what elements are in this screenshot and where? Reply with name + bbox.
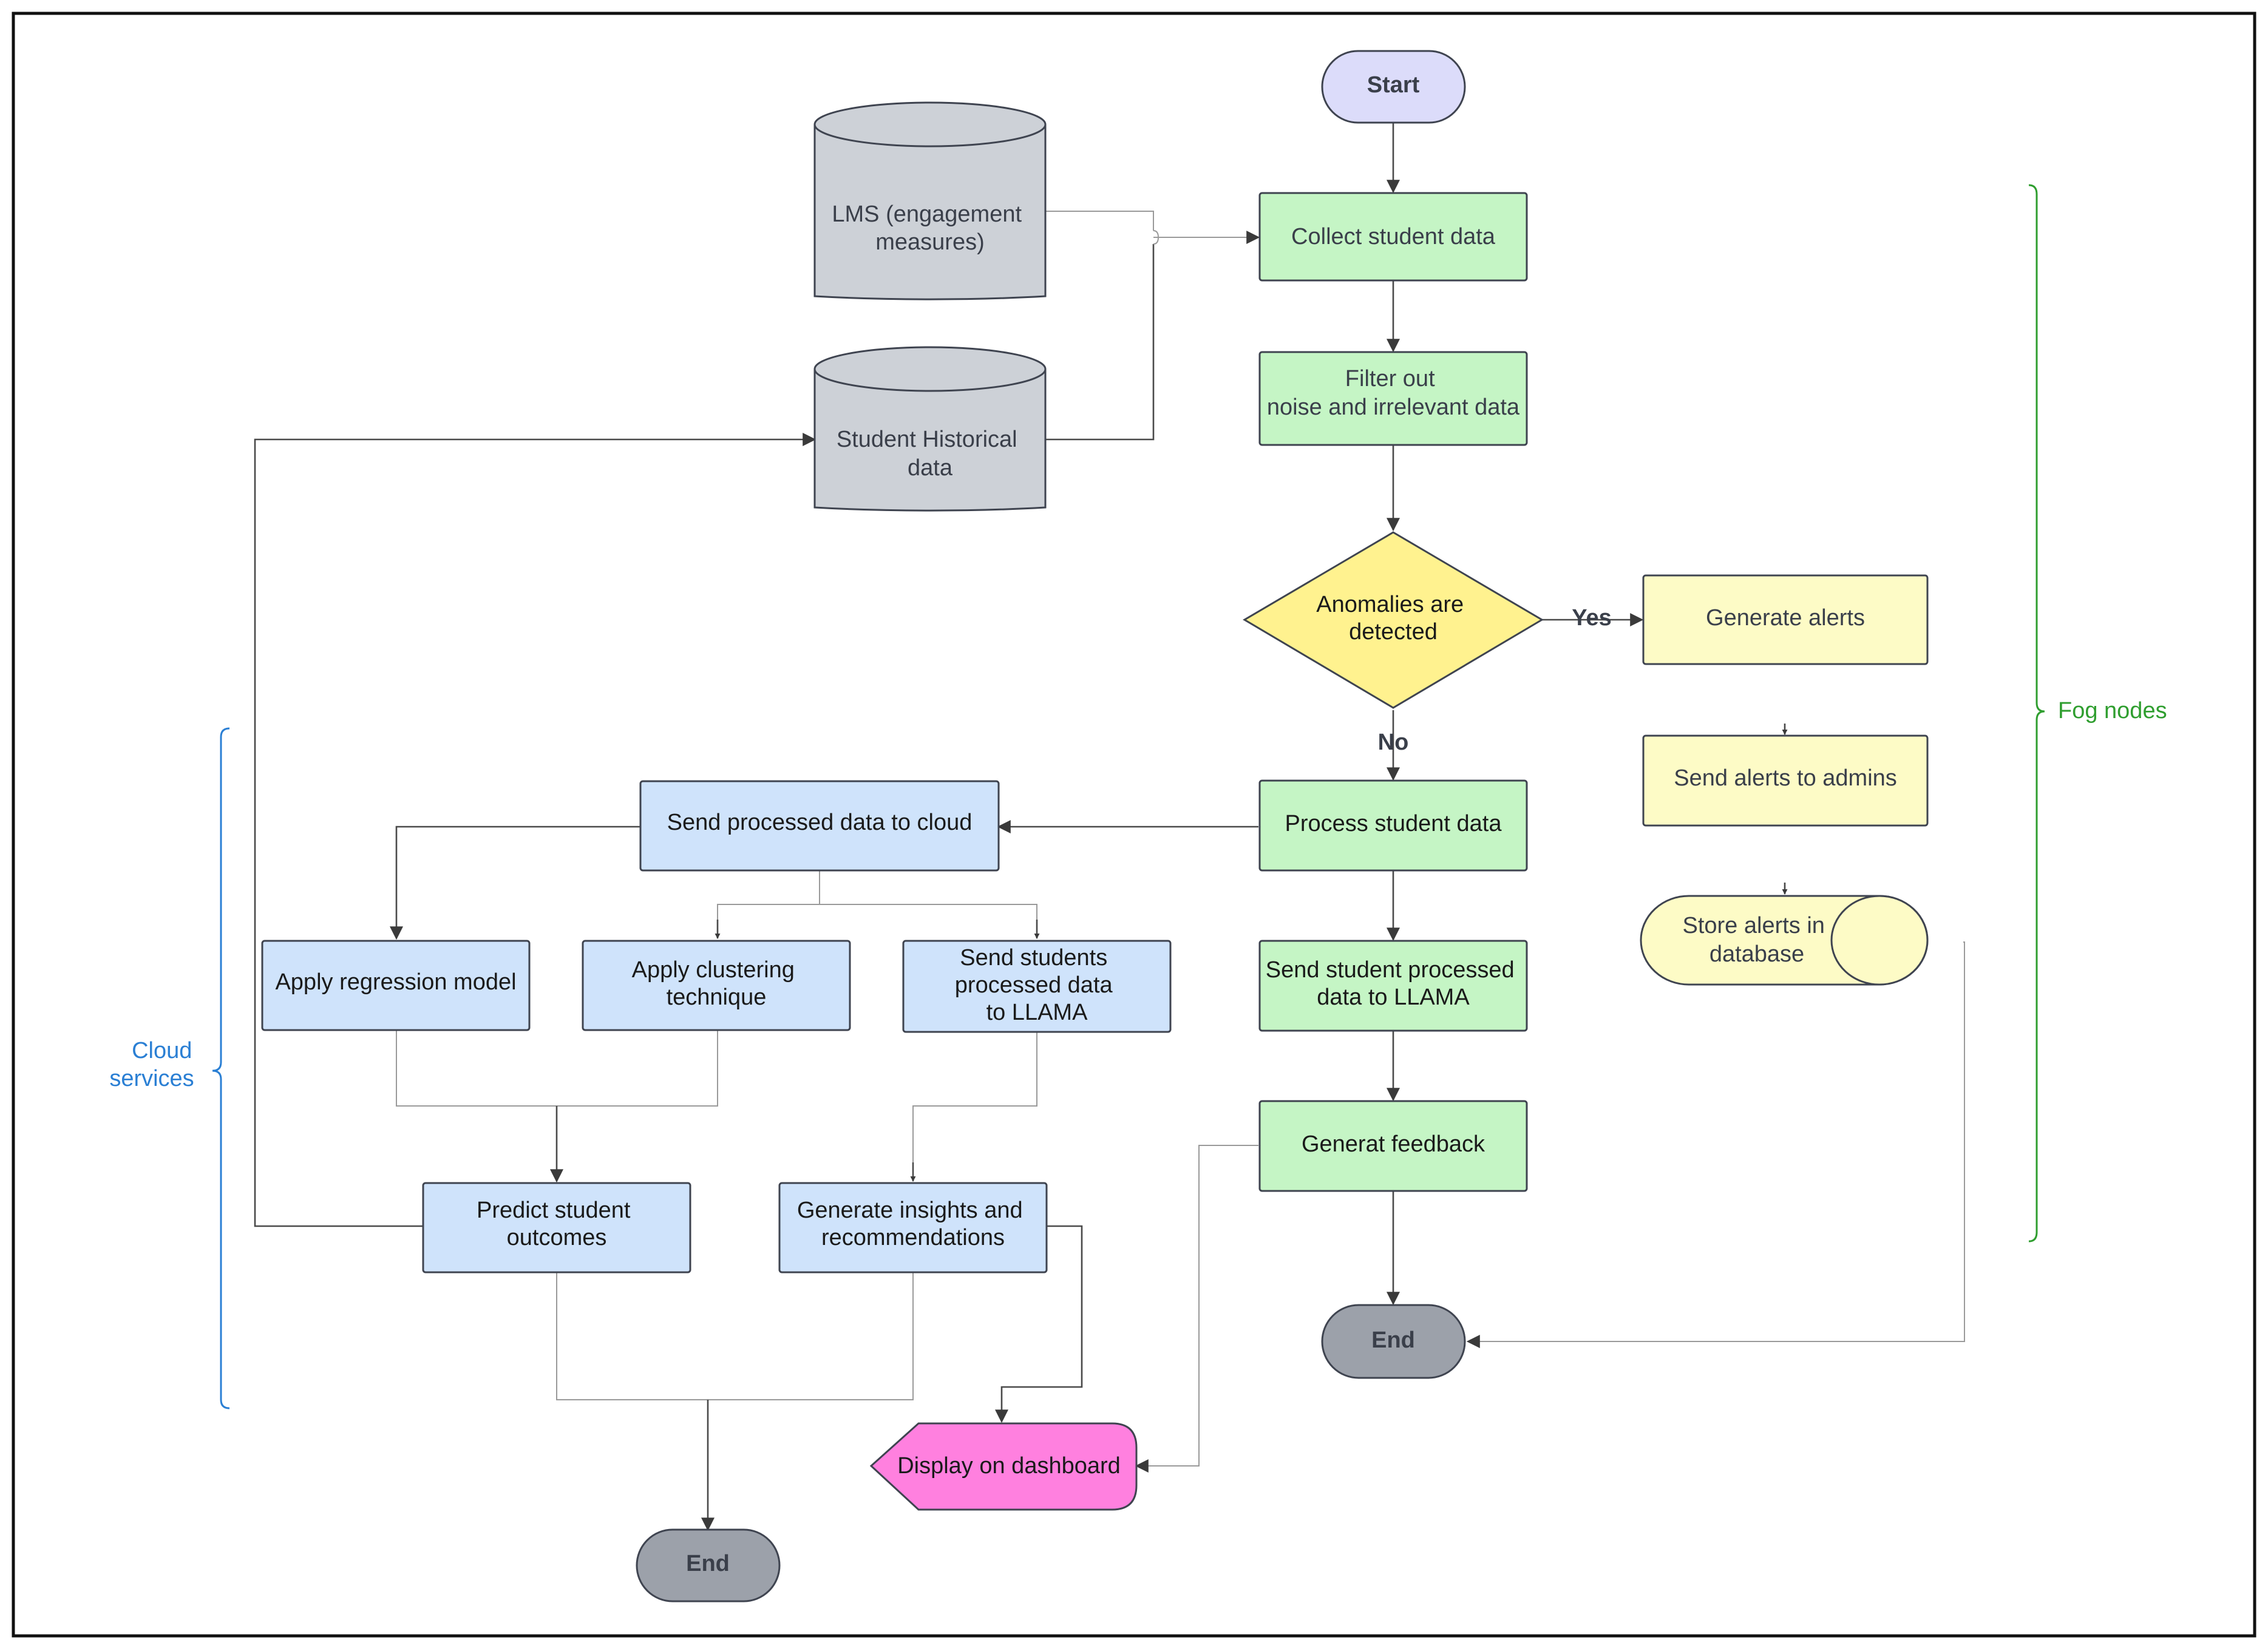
edge-cloud-split: [717, 870, 1037, 923]
edge-llama-insights: [912, 1031, 1037, 1162]
start-label: Start: [1367, 72, 1420, 98]
clustering-label-line: technique: [667, 985, 767, 1010]
cloud-group-label-line: Cloud: [132, 1038, 192, 1063]
decision-label: Anomalies are detected: [1316, 592, 1470, 645]
generate-alerts-box: [1642, 574, 1929, 665]
historical-label-line: Student Historical: [837, 427, 1017, 452]
edge-store-end: [1466, 941, 1965, 1348]
process-label: Process student data: [1285, 811, 1502, 836]
send-cloud-box: [639, 780, 1000, 872]
end-cloud-label: End: [686, 1551, 730, 1576]
outer-frame: [12, 12, 2256, 1638]
labels: Start Collect student data Filter out no…: [109, 72, 2167, 1576]
display-label: Display on dashboard: [897, 1453, 1121, 1479]
store-alerts-label-line: database: [1709, 941, 1804, 967]
cloud-group-label: Cloud services: [109, 1038, 199, 1091]
end-fog-label: End: [1371, 1328, 1415, 1353]
insights-label-line: recommendations: [821, 1225, 1005, 1250]
predict-label-line: Predict student: [477, 1198, 631, 1223]
yes-label: Yes: [1572, 605, 1612, 631]
edge-lms-merge: [1045, 211, 1154, 231]
filter-label: Filter out noise and irrelevant data: [1267, 366, 1520, 420]
collect-label: Collect student data: [1291, 224, 1496, 249]
feedback-label: Generat feedback: [1302, 1131, 1485, 1157]
decision-diamond: [1243, 531, 1544, 709]
insights-label: Generate insights and recommendations: [797, 1198, 1029, 1250]
clustering-label-line: Apply clustering: [632, 957, 795, 983]
end-fog-terminal: [1321, 1304, 1466, 1379]
cloud-group-label-line: services: [109, 1066, 194, 1091]
predict-label-line: outcomes: [507, 1225, 607, 1250]
cloud-brace: [212, 727, 230, 1409]
historical-label: Student Historical data: [837, 427, 1024, 481]
process-box: [1258, 779, 1528, 872]
edge-cloud-regression: [390, 826, 640, 940]
filter-box: [1258, 351, 1528, 446]
edge-historical-merge: [1045, 244, 1155, 441]
regression-label: Apply regression model: [275, 969, 516, 995]
send-llama-fog-box: [1258, 940, 1528, 1032]
lms-label-line: LMS (engagement: [832, 202, 1022, 227]
insights-box: [778, 1182, 1048, 1273]
store-alerts-cylinder: [1640, 895, 1929, 986]
end-cloud-terminal: [636, 1528, 781, 1602]
send-llama-fog-label: Send student processed data to LLAMA: [1266, 957, 1521, 1010]
send-llama-cloud-label-line: to LLAMA: [986, 1000, 1088, 1025]
fog-group-label: Fog nodes: [2058, 698, 2167, 724]
lms-label: LMS (engagement measures): [832, 202, 1028, 255]
send-cloud-label: Send processed data to cloud: [667, 810, 973, 835]
lms-cylinder: [813, 101, 1047, 300]
edge-outputs-merge: [556, 1272, 914, 1400]
fog-brace: [2028, 184, 2045, 1243]
send-llama-cloud-label: Send students processed data to LLAMA: [955, 945, 1119, 1025]
display-dashboard-shape: [869, 1422, 1138, 1511]
edge-models-merge: [396, 1030, 718, 1107]
start-terminal: [1321, 50, 1466, 124]
generate-alerts-label: Generate alerts: [1706, 605, 1865, 631]
clustering-label: Apply clustering technique: [632, 957, 801, 1010]
predict-box: [422, 1182, 691, 1273]
send-alerts-label: Send alerts to admins: [1674, 765, 1897, 791]
insights-label-line: Generate insights and: [797, 1198, 1023, 1223]
shapes: [261, 50, 1929, 1602]
predict-label: Predict student outcomes: [477, 1198, 637, 1250]
historical-label-line: data: [908, 455, 953, 481]
decision-label-line: detected: [1349, 619, 1438, 645]
filter-label-line: noise and irrelevant data: [1267, 395, 1520, 420]
clustering-box: [582, 940, 851, 1031]
feedback-box: [1258, 1100, 1528, 1192]
edge-predict-historical: [254, 433, 817, 1227]
decision-label-line: Anomalies are: [1316, 592, 1464, 617]
filter-label-line: Filter out: [1345, 366, 1435, 392]
edge-insights-dashboard: [995, 1225, 1083, 1423]
historical-cylinder: [813, 346, 1047, 512]
send-llama-cloud-label-line: processed data: [955, 972, 1113, 998]
send-llama-cloud-box: [902, 940, 1172, 1033]
store-alerts-label-line: Store alerts in: [1682, 913, 1824, 938]
edge-feedback-dashboard: [1135, 1145, 1258, 1473]
connectors: [254, 123, 1965, 1531]
store-alerts-label: Store alerts in database: [1682, 913, 1831, 967]
merge-bracket: [1153, 230, 1159, 245]
regression-box: [261, 940, 531, 1031]
send-llama-fog-label-line: data to LLAMA: [1317, 985, 1470, 1010]
send-llama-fog-label-line: Send student processed: [1266, 957, 1515, 983]
collect-box: [1258, 192, 1528, 282]
send-llama-cloud-label-line: Send students: [960, 945, 1107, 971]
send-alerts-box: [1642, 734, 1929, 827]
no-label: No: [1378, 730, 1409, 755]
lms-label-line: measures): [875, 229, 985, 255]
